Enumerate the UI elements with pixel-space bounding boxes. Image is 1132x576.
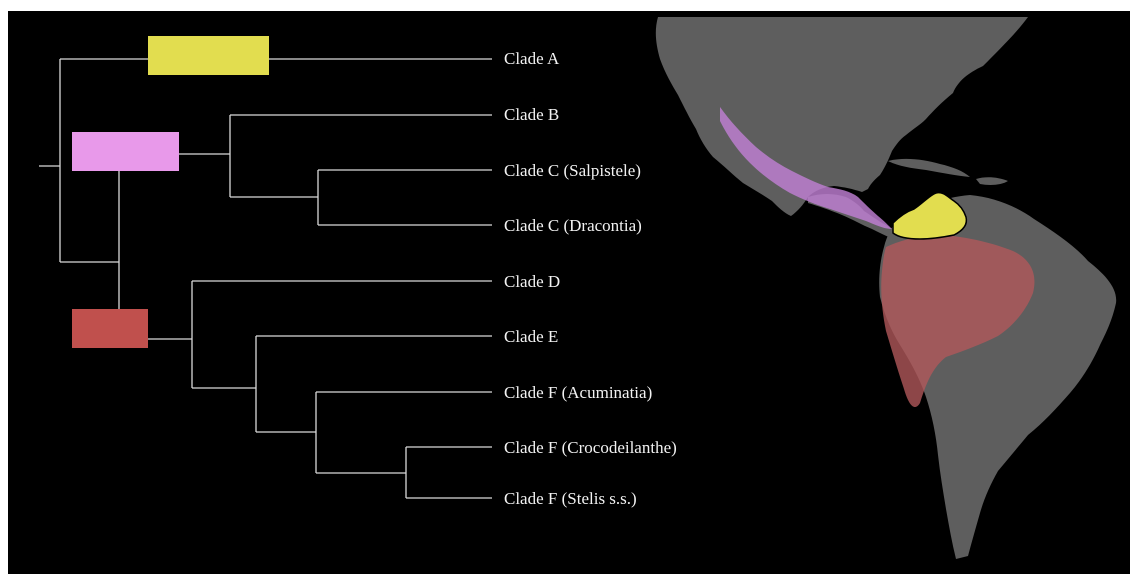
label-clade-f-crocodeilanthe: Clade F (Crocodeilanthe) bbox=[504, 438, 677, 457]
cuba-island bbox=[888, 158, 970, 177]
region-highlight-northern-andes bbox=[892, 191, 968, 240]
hispaniola-island bbox=[976, 177, 1008, 185]
label-clade-e: Clade E bbox=[504, 327, 558, 346]
north-america-landmass bbox=[655, 17, 1028, 216]
label-clade-c-salpistele: Clade C (Salpistele) bbox=[504, 161, 641, 180]
phylogenetic-tree: Clade A Clade B Clade C (Salpistele) Cla… bbox=[39, 36, 677, 508]
figure-panel: Clade A Clade B Clade C (Salpistele) Cla… bbox=[8, 11, 1130, 574]
region-highlight-mexico-central-america bbox=[720, 107, 892, 229]
clade-a-distribution-box bbox=[148, 36, 269, 75]
label-clade-b: Clade B bbox=[504, 105, 559, 124]
americas-map bbox=[655, 17, 1117, 559]
label-clade-d: Clade D bbox=[504, 272, 560, 291]
phylogeny-map-figure: Clade A Clade B Clade C (Salpistele) Cla… bbox=[39, 17, 1117, 559]
label-clade-a: Clade A bbox=[504, 49, 560, 68]
label-clade-f-stelis: Clade F (Stelis s.s.) bbox=[504, 489, 637, 508]
region-highlight-andes bbox=[881, 235, 1035, 408]
label-clade-c-dracontia: Clade C (Dracontia) bbox=[504, 216, 642, 235]
clade-bc-distribution-box bbox=[72, 132, 179, 171]
clade-def-distribution-box bbox=[72, 309, 148, 348]
label-clade-f-acuminatia: Clade F (Acuminatia) bbox=[504, 383, 652, 402]
